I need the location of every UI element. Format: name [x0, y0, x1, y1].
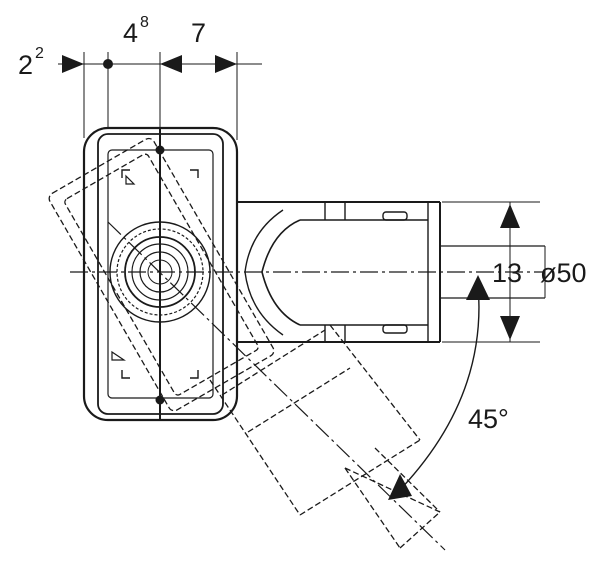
- horizontal-outlet: [237, 201, 545, 343]
- top-dimension-arrows: [62, 55, 237, 73]
- svg-text:2: 2: [35, 45, 44, 62]
- arrow-up-icon: [500, 204, 520, 228]
- angled-outlet: [209, 324, 441, 549]
- arrow-right-icon: [215, 55, 237, 73]
- dimension-rotation-angle: 45°: [468, 404, 509, 434]
- dimension-right-width: 7: [191, 18, 206, 48]
- arrow-up-icon: [466, 275, 490, 300]
- dimension-outlet-offset: 13: [492, 258, 522, 288]
- dimension-left-offset: 2 2: [18, 45, 44, 80]
- svg-text:8: 8: [140, 14, 149, 31]
- angle-dimension: 45°: [388, 275, 509, 500]
- right-dimension: 13 ø50: [442, 201, 587, 343]
- dimension-pipe-diameter: ø50: [540, 258, 587, 288]
- arrow-right-icon: [62, 55, 84, 73]
- svg-text:4: 4: [123, 18, 138, 48]
- installation-box: [82, 126, 239, 422]
- center-lines: [70, 221, 545, 551]
- arrow-left-icon: [160, 55, 182, 73]
- rotated-box-outline: [48, 137, 275, 412]
- dimension-center-width: 4 8: [123, 14, 149, 48]
- arrow-down-icon: [500, 316, 520, 340]
- screw-hole-icon: [155, 145, 165, 155]
- dimension-dot-icon: [103, 59, 113, 69]
- screw-hole-icon: [155, 395, 165, 405]
- svg-text:7: 7: [191, 18, 206, 48]
- arrow-down-left-icon: [388, 474, 412, 500]
- svg-text:2: 2: [18, 50, 33, 80]
